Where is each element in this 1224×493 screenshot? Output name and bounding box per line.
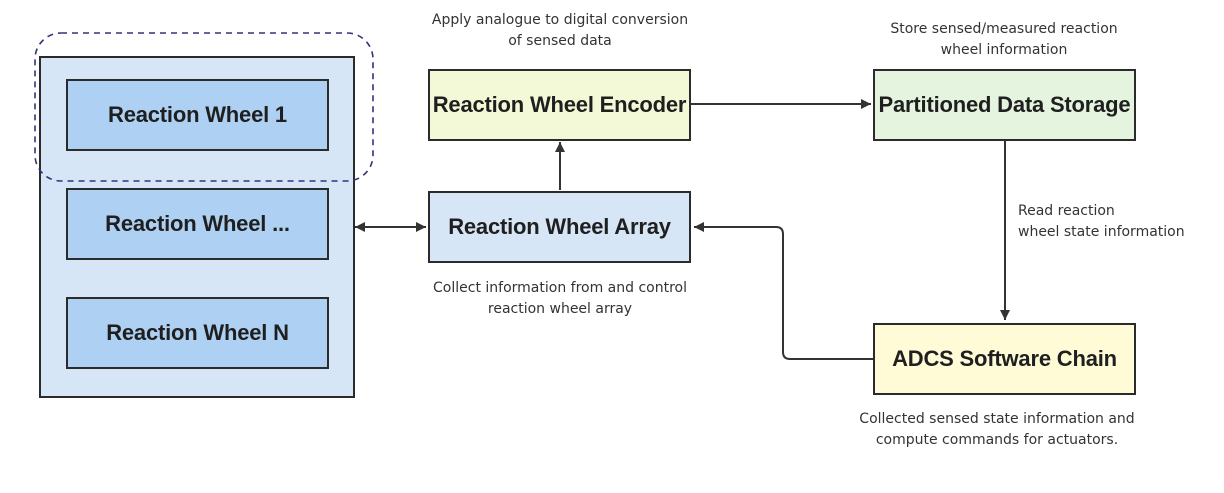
reaction-wheel-encoder-box[interactable]: Reaction Wheel Encoder bbox=[428, 69, 691, 141]
read-annotation: Read reaction wheel state information bbox=[1018, 201, 1185, 243]
adcs-software-chain-box[interactable]: ADCS Software Chain bbox=[873, 323, 1136, 395]
array-annotation: Collect information from and control rea… bbox=[390, 278, 730, 320]
reaction-wheel-1[interactable]: Reaction Wheel 1 bbox=[66, 79, 329, 151]
reaction-wheel-n[interactable]: Reaction Wheel N bbox=[66, 297, 329, 369]
encoder-annotation-line-2: of sensed data bbox=[508, 33, 612, 49]
reaction-wheel-dots[interactable]: Reaction Wheel ... bbox=[66, 188, 329, 260]
storage-annotation-line-1: Store sensed/measured reaction bbox=[890, 21, 1118, 37]
adcs-annotation-line-2: compute commands for actuators. bbox=[875, 432, 1119, 448]
adcs-annotation-line-1: Collected sensed state information and bbox=[859, 411, 1135, 427]
read-annotation-line-2: wheel state information bbox=[1018, 224, 1185, 240]
storage-annotation: Store sensed/measured reaction wheel inf… bbox=[854, 19, 1154, 61]
array-annotation-line-2: reaction wheel array bbox=[487, 301, 633, 317]
read-annotation-line-1: Read reaction bbox=[1018, 203, 1115, 219]
edge-adcs-array bbox=[694, 222, 873, 360]
storage-annotation-line-2: wheel information bbox=[940, 42, 1068, 58]
encoder-annotation-line-1: Apply analogue to digital conversion bbox=[431, 12, 689, 28]
partitioned-data-storage-box[interactable]: Partitioned Data Storage bbox=[873, 69, 1136, 141]
reaction-wheel-array-box[interactable]: Reaction Wheel Array bbox=[428, 191, 691, 263]
adcs-annotation: Collected sensed state information and c… bbox=[822, 409, 1172, 451]
encoder-annotation: Apply analogue to digital conversion of … bbox=[390, 10, 730, 52]
array-annotation-line-1: Collect information from and control bbox=[433, 280, 687, 296]
